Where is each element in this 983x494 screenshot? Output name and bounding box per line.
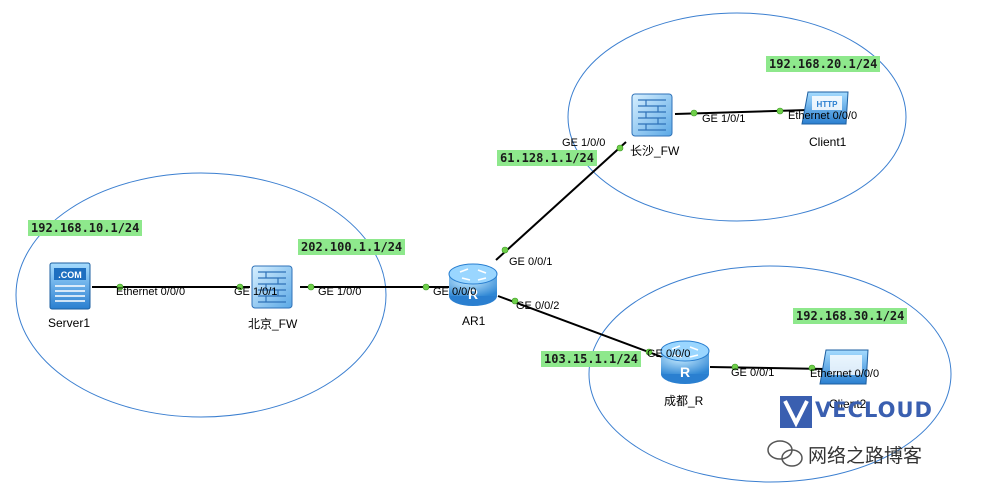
port-ar1-ge000: GE 0/0/0: [433, 286, 477, 298]
port-dot: [307, 283, 315, 291]
device-label-server1: Server1: [48, 316, 91, 330]
port-dot: [616, 144, 624, 152]
subnet-beijing-wan: 202.100.1.1/24: [298, 239, 406, 255]
port-client1-eth: Ethernet 0/0/0: [788, 110, 858, 122]
device-label-beijing-fw: 北京_FW: [248, 317, 298, 331]
device-label-client1: Client1: [809, 135, 847, 149]
device-label-chengdu-r: 成都_R: [664, 394, 704, 408]
subnet-changsha-wan: 61.128.1.1/24: [497, 150, 597, 166]
beijing-zone: [15, 172, 387, 418]
client2-icon[interactable]: [819, 349, 869, 385]
link-ar1-chengdur: [497, 295, 663, 358]
server1-badge: .COM: [58, 270, 82, 280]
port-server1-eth: Ethernet 0/0/0: [116, 286, 186, 298]
subnet-beijing-lan: 192.168.10.1/24: [28, 220, 143, 236]
port-cdr-ge001: GE 0/0/1: [731, 367, 775, 379]
port-csfw-ge100: GE 1/0/0: [562, 137, 606, 149]
subnet-changsha-lan: 192.168.20.1/24: [766, 56, 881, 72]
chengdu-router-icon[interactable]: R: [660, 340, 710, 384]
ar1-router-icon[interactable]: R: [448, 263, 498, 306]
subnet-chengdu-wan: 103.15.1.1/24: [541, 351, 641, 367]
changsha-zone: [567, 12, 907, 222]
link-chengdur-client2: [709, 366, 827, 370]
chengdu-zone: [588, 265, 952, 483]
svg-text:R: R: [468, 286, 478, 302]
changsha-fw-icon[interactable]: [631, 93, 673, 137]
port-dot: [690, 109, 698, 117]
vecloud-logo-icon: [780, 396, 812, 428]
port-dot: [511, 297, 519, 305]
server1-icon[interactable]: .COM: [49, 262, 91, 310]
device-label-client2: Client2: [829, 397, 867, 411]
port-dot: [236, 283, 244, 291]
port-ar1-ge001: GE 0/0/1: [509, 256, 553, 268]
port-bjfw-ge101: GE 1/0/1: [234, 286, 278, 298]
link-ar1-changshafw: [495, 141, 627, 261]
client1-badge: HTTP: [817, 100, 839, 109]
port-cdr-ge000: GE 0/0/0: [647, 348, 691, 360]
client1-icon[interactable]: HTTP: [801, 91, 849, 125]
port-bjfw-ge100: GE 1/0/0: [318, 286, 362, 298]
port-dot: [501, 246, 509, 254]
device-label-ar1: AR1: [462, 314, 486, 328]
beijing-fw-icon[interactable]: [251, 265, 293, 309]
watermark-brand: VECLOUD: [815, 398, 933, 422]
port-dot: [116, 283, 124, 291]
watermark-blog: 网络之路博客: [808, 445, 923, 467]
port-csfw-ge101: GE 1/0/1: [702, 113, 746, 125]
port-dot: [776, 107, 784, 115]
wechat-icon: [767, 440, 803, 467]
svg-text:R: R: [680, 364, 690, 380]
port-dot: [422, 283, 430, 291]
port-client2-eth: Ethernet 0/0/0: [810, 368, 880, 380]
subnet-chengdu-lan: 192.168.30.1/24: [793, 308, 908, 324]
device-label-changsha-fw: 长沙_FW: [630, 144, 680, 158]
port-dot: [808, 364, 816, 372]
port-dot: [645, 348, 653, 356]
port-dot: [731, 363, 739, 371]
port-ar1-ge002: GE 0/0/2: [516, 300, 560, 312]
